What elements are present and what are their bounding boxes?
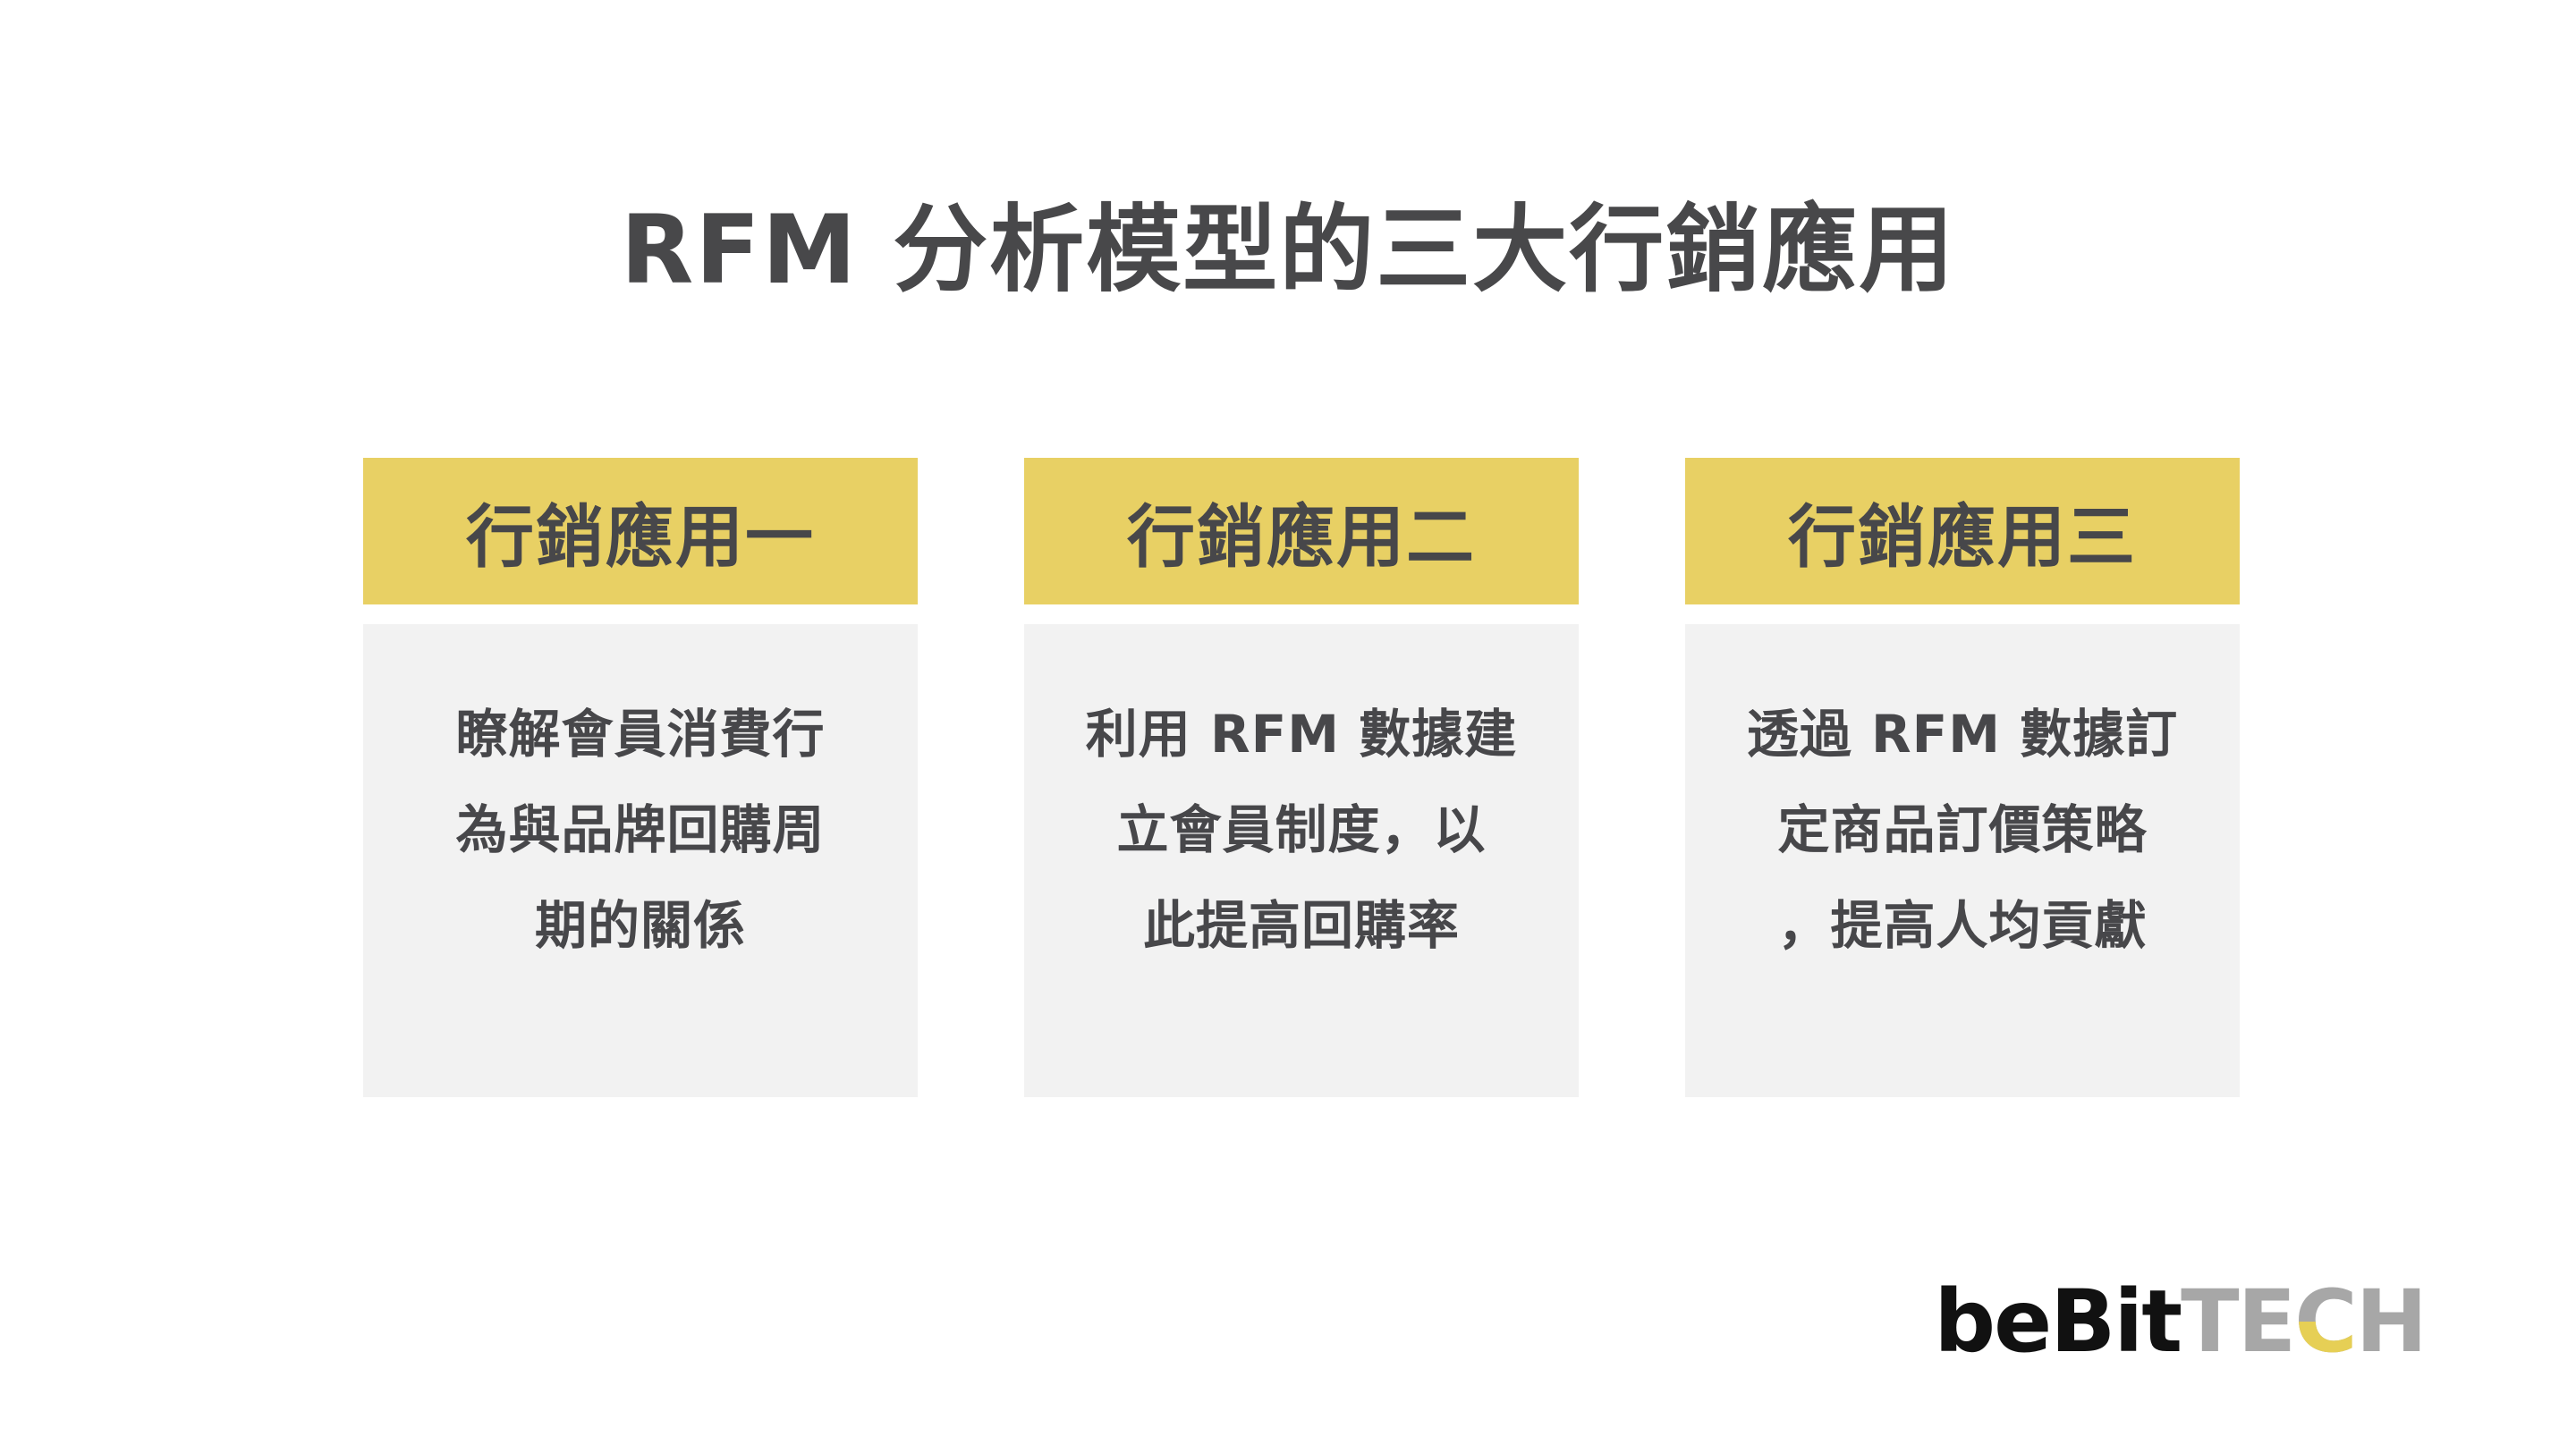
slide-title: RFM 分析模型的三大行銷應用	[620, 195, 1956, 305]
column-body-1: 瞭解會員消費行 為與品牌回購周 期的關係	[363, 624, 918, 1097]
column-marketing-app-2: 行銷應用二 利用 RFM 數據建 立會員制度，以 此提高回購率	[1024, 458, 1579, 1097]
column-header-1: 行銷應用一	[363, 458, 918, 604]
column-marketing-app-1: 行銷應用一 瞭解會員消費行 為與品牌回購周 期的關係	[363, 458, 918, 1097]
logo-c-gray-half: C	[2294, 1272, 2357, 1372]
logo-bebit-wordmark: beBit	[1934, 1272, 2182, 1372]
column-body-2: 利用 RFM 數據建 立會員制度，以 此提高回購率	[1024, 624, 1579, 1097]
column-marketing-app-3: 行銷應用三 透過 RFM 數據訂 定商品訂價策略 ，提高人均貢獻	[1685, 458, 2240, 1097]
logo-h-letter: H	[2355, 1272, 2428, 1372]
column-header-2: 行銷應用二	[1024, 458, 1579, 604]
column-header-3: 行銷應用三	[1685, 458, 2240, 604]
column-body-3: 透過 RFM 數據訂 定商品訂價策略 ，提高人均貢獻	[1685, 624, 2240, 1097]
logo-c-yellow-half: C	[2294, 1272, 2356, 1372]
logo-te-letters: TE	[2181, 1272, 2296, 1372]
columns-row: 行銷應用一 瞭解會員消費行 為與品牌回購周 期的關係 行銷應用二 利用 RFM …	[363, 458, 2240, 1097]
